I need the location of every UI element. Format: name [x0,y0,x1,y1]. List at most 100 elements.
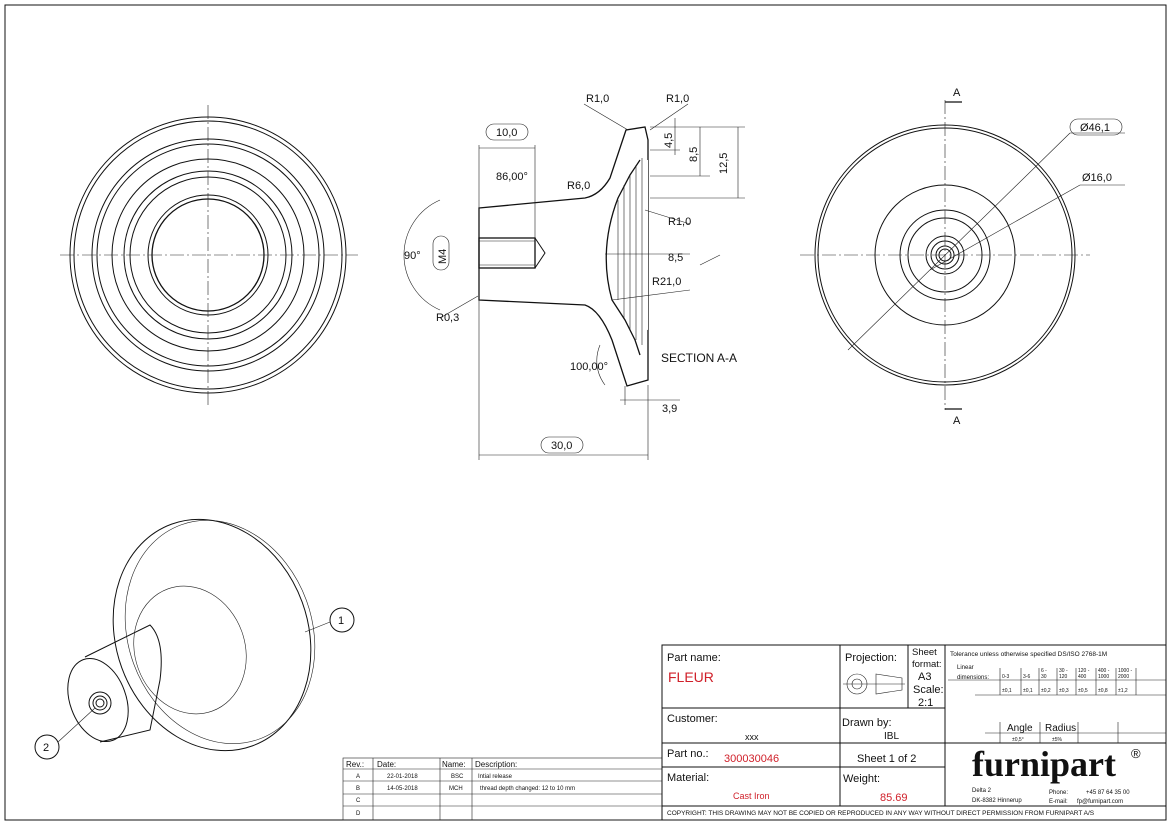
phone-label: Phone: [1049,790,1068,796]
dim-r1-inner: R1,0 [668,216,691,228]
email: fp@furnipart.com [1077,799,1123,805]
rev-header: Rev.: [346,760,364,769]
tolerance-value: ±0,3 [1059,688,1069,694]
tolerance-range: 120 [1059,674,1068,680]
tolerance-range: 400 - [1098,668,1110,674]
projection-symbol-icon [843,673,905,695]
part-name: FLEUR [668,669,714,685]
tolerance-range: 1000 [1098,674,1109,680]
linear-label: Linear [957,665,974,671]
email-label: E-mail: [1049,799,1068,805]
description-cell: Intial release [478,774,513,780]
address-line-1: Delta 2 [972,788,992,794]
title-block: Part name: FLEUR Projection: Sheet forma… [661,644,1167,821]
dim-dia-46-1: Ø46,1 [1080,122,1110,134]
balloon-1: 1 [338,615,344,627]
angle-tolerance: ±0,5° [1012,737,1024,743]
drawn-by: IBL [884,731,899,742]
section-view: 10,0 86,00° 90° M4 R0,3 R6,0 R1,0 R1,0 R… [403,93,745,460]
cut-label-top: A [953,87,961,99]
description-header: Description: [475,760,517,769]
tolerance-range: 120 - [1078,668,1090,674]
tolerance-title: Tolerance unless otherwise specified DS/… [950,651,1107,658]
name-cell: BSC [451,774,464,780]
copyright-notice: COPYRIGHT: THIS DRAWING MAY NOT BE COPIE… [667,810,1095,817]
tolerance-value: ±0,2 [1041,688,1051,694]
tolerance-value: ±0,1 [1023,688,1033,694]
date-cell: 22-01-2018 [387,774,418,780]
date-header: Date: [377,760,396,769]
balloon-2: 2 [43,742,49,754]
dim-100-angle: 100,00° [570,361,608,373]
scale: 2:1 [918,697,933,709]
radius-tolerance: ±5% [1052,737,1063,743]
dim-86-angle: 86,00° [496,171,528,183]
revision-rows: A 22-01-2018 BSC Intial release B 14-05-… [356,774,575,817]
dim-10: 10,0 [496,127,517,139]
sheet-format-label: Sheet [912,647,937,658]
angle-label: Angle [1007,723,1033,734]
rev-cell: A [356,774,360,780]
customer: xxx [745,732,759,742]
revision-table: Rev.: Date: Name: Description: A 22-01-2… [342,757,663,821]
dim-r6: R6,0 [567,180,590,192]
part-name-label: Part name: [667,652,721,664]
rev-cell: D [356,811,361,817]
sheet-number: Sheet 1 of 2 [857,753,916,765]
date-cell: 14-05-2018 [387,786,418,792]
name-header: Name: [442,760,466,769]
part-no: 300030046 [724,753,779,765]
tolerance-value: ±1,2 [1118,688,1128,694]
cut-label-bottom: A [953,415,961,427]
tolerance-range: 3-6 [1023,674,1030,680]
dim-r21: R21,0 [652,276,681,288]
projection-label: Projection: [845,652,897,664]
section-title: SECTION A-A [661,351,737,365]
part-no-label: Part no.: [667,748,709,760]
dim-12-5: 12,5 [718,153,730,174]
weight-label: Weight: [843,773,880,785]
tolerance-range: 1000 - [1118,668,1133,674]
description-cell: thread depth changed: 12 to 10 mm [480,786,575,792]
tolerance-range: 0-3 [1002,674,1009,680]
sheet-border [4,4,1167,821]
sheet-format-label-2: format: [912,659,942,670]
rev-cell: B [356,786,360,792]
tolerance-range: 6 - [1041,668,1047,674]
name-cell: MCH [449,786,463,792]
dim-r03: R0,3 [436,312,459,324]
linear-label-2: dimensions: [957,675,989,681]
rev-cell: C [356,798,361,804]
registered-mark: ® [1131,746,1141,761]
phone: +45 87 64 35 00 [1086,790,1130,796]
dim-90-angle: 90° [404,250,421,262]
weight: 85.69 [880,792,908,804]
tolerance-range: 30 [1041,674,1047,680]
address-line-2: DK-8382 Hinnerup [972,798,1022,804]
tolerance-value: ±0,1 [1002,688,1012,694]
material-label: Material: [667,772,709,784]
dim-30: 30,0 [551,440,572,452]
tolerance-range: 400 [1078,674,1087,680]
drawn-by-label: Drawn by: [842,717,892,729]
tolerance-range: 2000 [1118,674,1129,680]
customer-label: Customer: [667,713,718,725]
dim-dia-16: Ø16,0 [1082,172,1112,184]
dim-4-5: 4,5 [663,133,675,148]
iso-view: 1 2 [34,518,355,760]
side-view: Ø46,1 Ø16,0 A A [800,87,1125,427]
tolerance-range: 30 - [1059,668,1068,674]
dim-3-9: 3,9 [662,403,677,415]
material: Cast Iron [733,791,770,801]
dim-thread-m4: M4 [437,249,449,264]
company-logo: furnipart [972,744,1116,784]
sheet-format: A3 [918,671,931,683]
tolerance-value: ±0,8 [1098,688,1108,694]
dim-r1-right: R1,0 [666,93,689,105]
tolerance-value: ±0,5 [1078,688,1088,694]
dim-8-5-vertical: 8,5 [688,147,700,162]
scale-label: Scale: [913,684,944,696]
front-view [60,105,358,405]
